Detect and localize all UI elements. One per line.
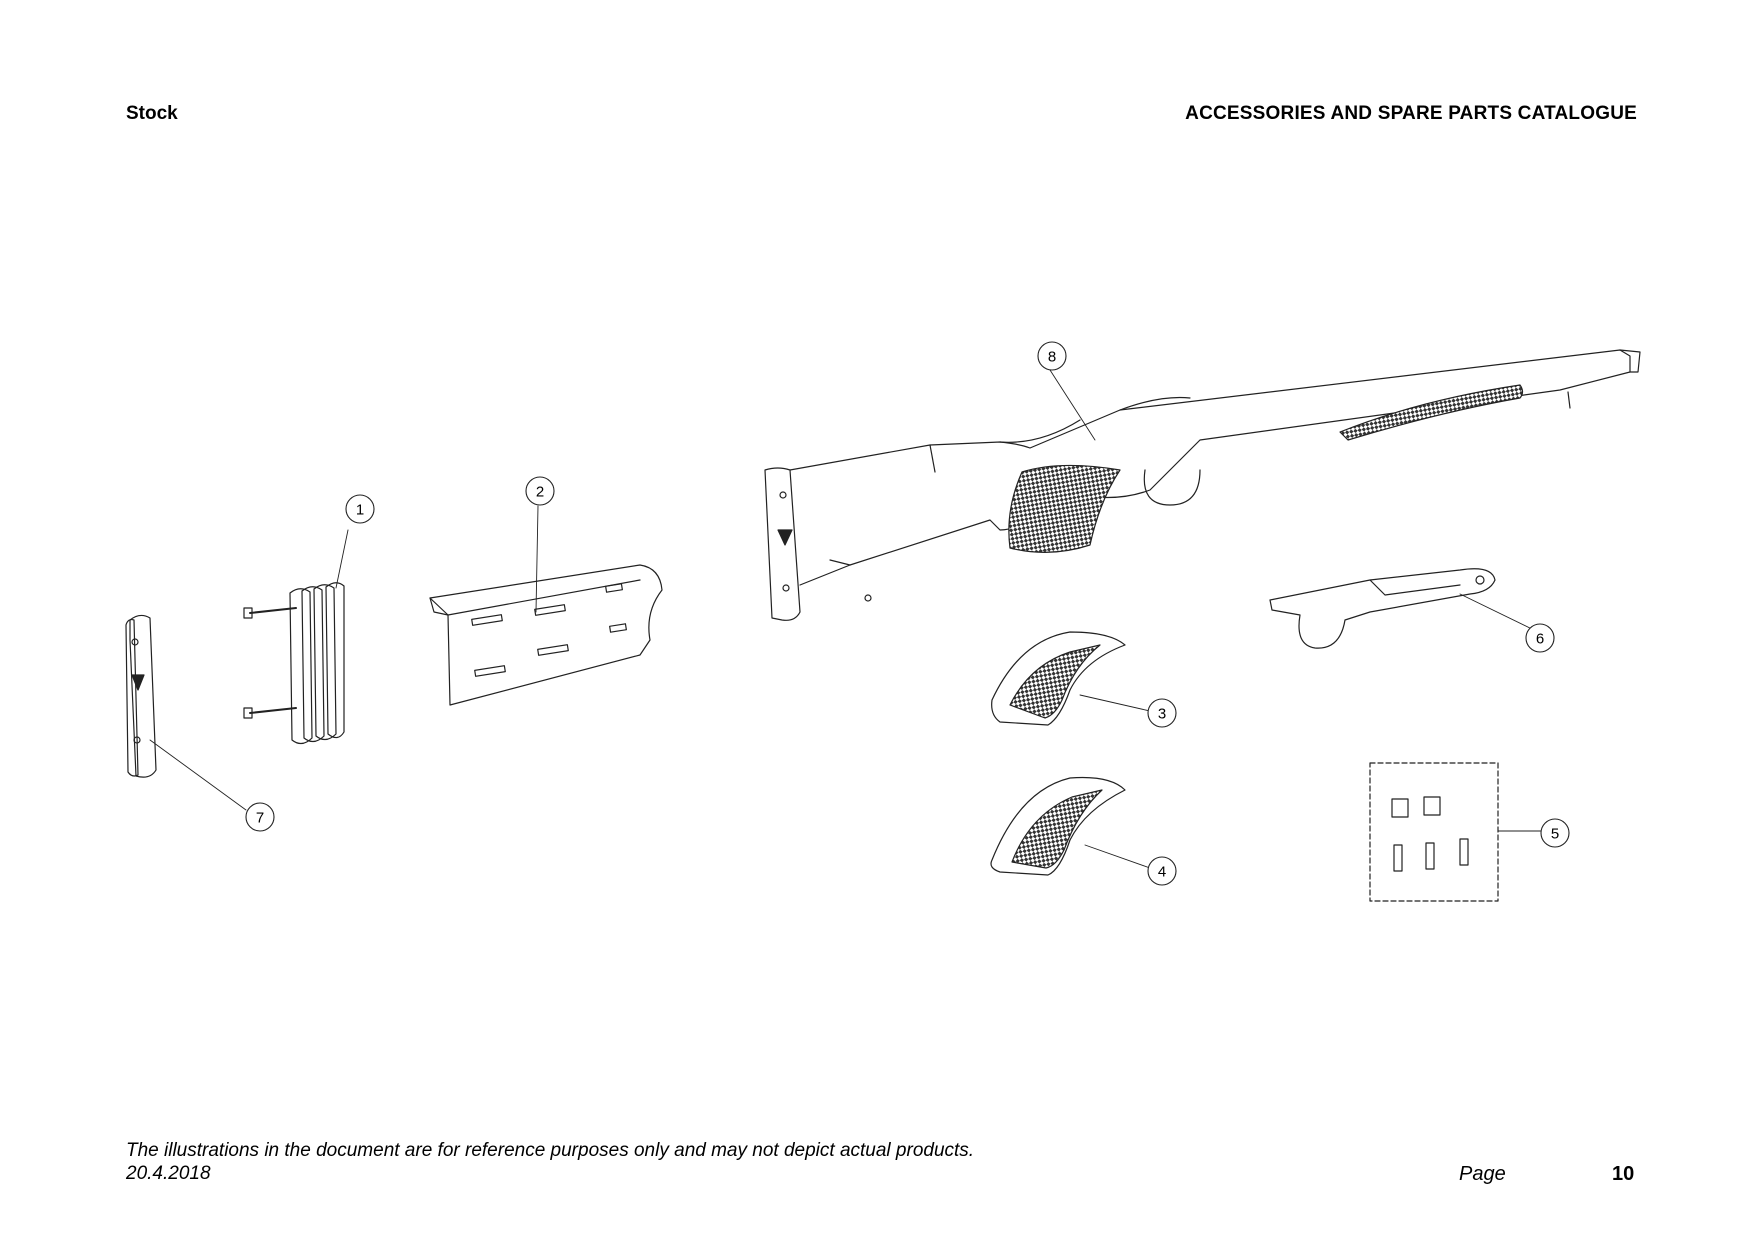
callout-3-label: 3 — [1158, 706, 1166, 723]
part-4-grip — [990, 776, 1126, 876]
callout-1-label: 1 — [356, 502, 364, 519]
part-3-grip — [991, 631, 1126, 726]
callout-8-circle — [1037, 341, 1067, 371]
part-7-butt-plate — [125, 614, 157, 778]
callout-6-label: 6 — [1536, 631, 1544, 648]
disclaimer-text: The illustrations in the document are fo… — [126, 1140, 975, 1161]
callout-2-label: 2 — [536, 484, 544, 501]
leader-lines — [149, 369, 1543, 869]
callout-3-circle — [1147, 698, 1177, 728]
document-date: 20.4.2018 — [126, 1163, 211, 1184]
callout-1-circle — [345, 494, 375, 524]
callout-8-label: 8 — [1048, 349, 1056, 366]
part-6-trigger-guard — [1269, 568, 1496, 649]
callout-7-circle — [245, 802, 275, 832]
callout-4-label: 4 — [1158, 864, 1166, 881]
callout-6-circle — [1525, 623, 1555, 653]
page-number: 10 — [1612, 1163, 1635, 1185]
section-title: Stock — [126, 103, 178, 124]
page-label: Page — [1459, 1163, 1506, 1185]
callout-4-circle — [1147, 856, 1177, 886]
catalogue-title: ACCESSORIES AND SPARE PARTS CATALOGUE — [1185, 103, 1637, 124]
callout-5-label: 5 — [1551, 826, 1559, 843]
part-1-spacers-screws — [243, 582, 345, 745]
part-8-stock — [764, 349, 1641, 621]
part-2-stock-insert — [429, 564, 663, 706]
callout-2-circle — [525, 476, 555, 506]
callout-7-label: 7 — [256, 810, 264, 827]
part-5-small-parts-kit — [1369, 762, 1499, 902]
callout-5-circle — [1540, 818, 1570, 848]
